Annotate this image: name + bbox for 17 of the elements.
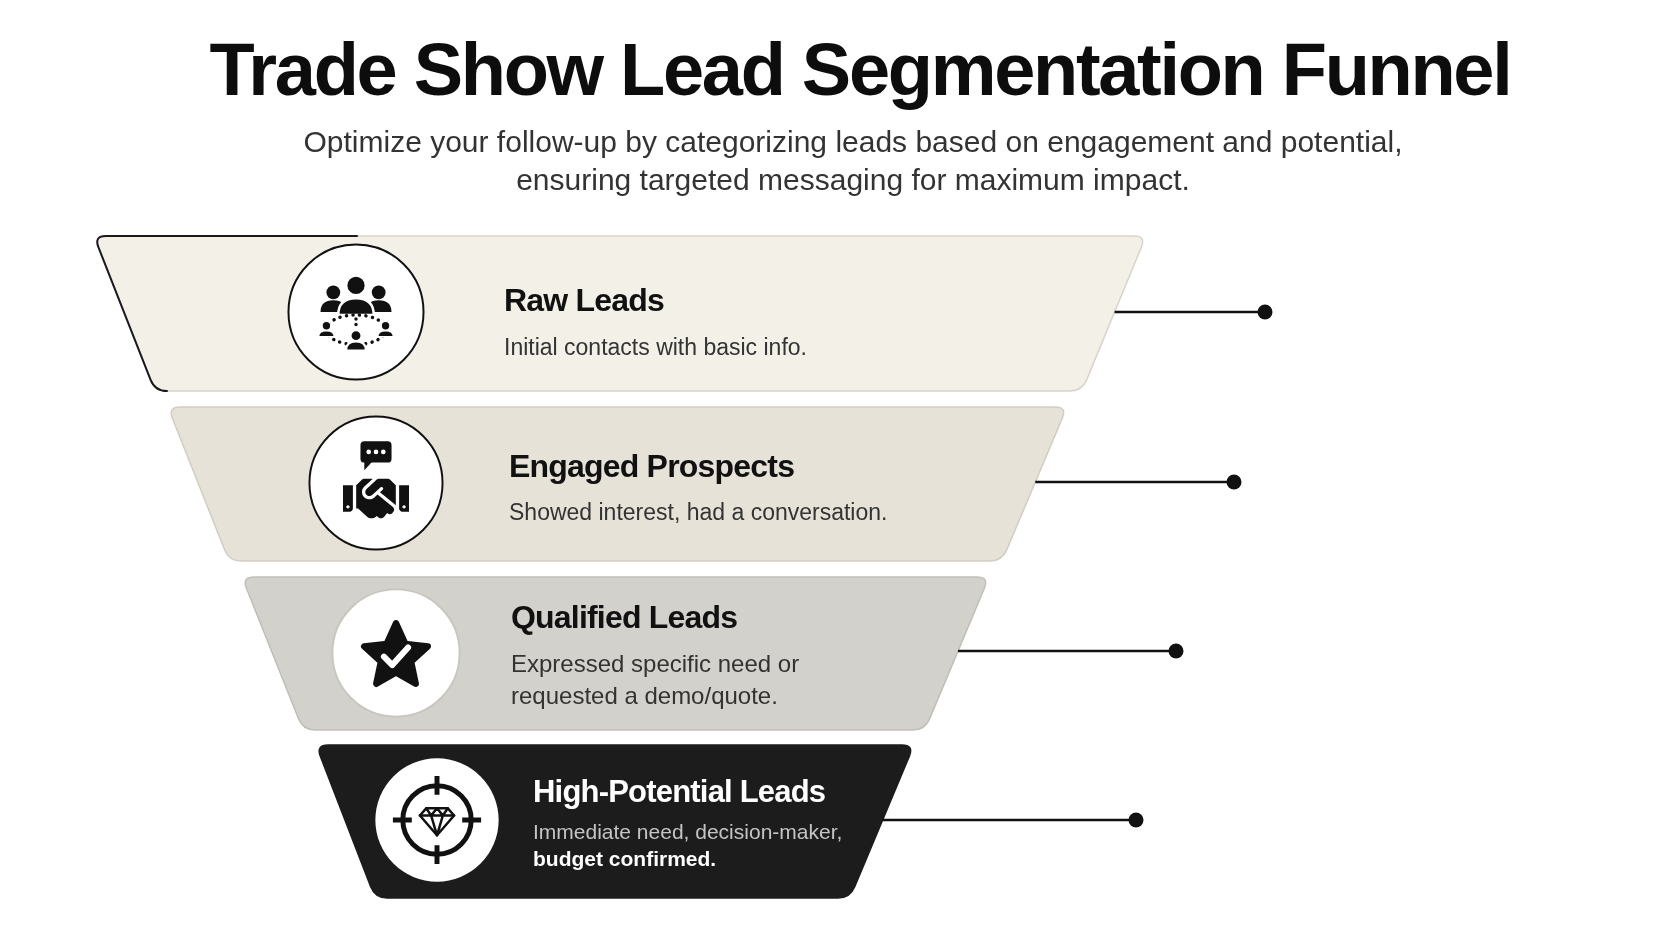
funnel-band: [316, 744, 914, 899]
stage-title: Qualified Leads: [511, 598, 738, 636]
leader-line: [882, 812, 1144, 828]
subtitle: Optimize your follow-up by categorizing leads based on engagement and potential, ensuring targeted messaging for maximum impact.: [302, 124, 1404, 198]
stage-title: Raw Leads: [504, 281, 664, 319]
leader-line: [1114, 304, 1273, 320]
funnel-band: [168, 406, 1067, 562]
stage-description: Immediate need, decision-maker, budget confirmed.: [533, 819, 844, 872]
stage-title: High-Potential Leads: [533, 774, 826, 810]
stage-description: Initial contacts with basic info.: [504, 333, 807, 362]
stage-description: Showed interest, had a conversation.: [509, 498, 888, 527]
leader-line: [1035, 474, 1242, 490]
stage-title: Engaged Prospects: [509, 447, 795, 485]
funnel-band: [242, 576, 989, 731]
leader-line: [958, 643, 1184, 659]
stage-description: Expressed specific need or requested a demo/quote.: [511, 649, 801, 711]
funnel-band: [94, 235, 1146, 392]
